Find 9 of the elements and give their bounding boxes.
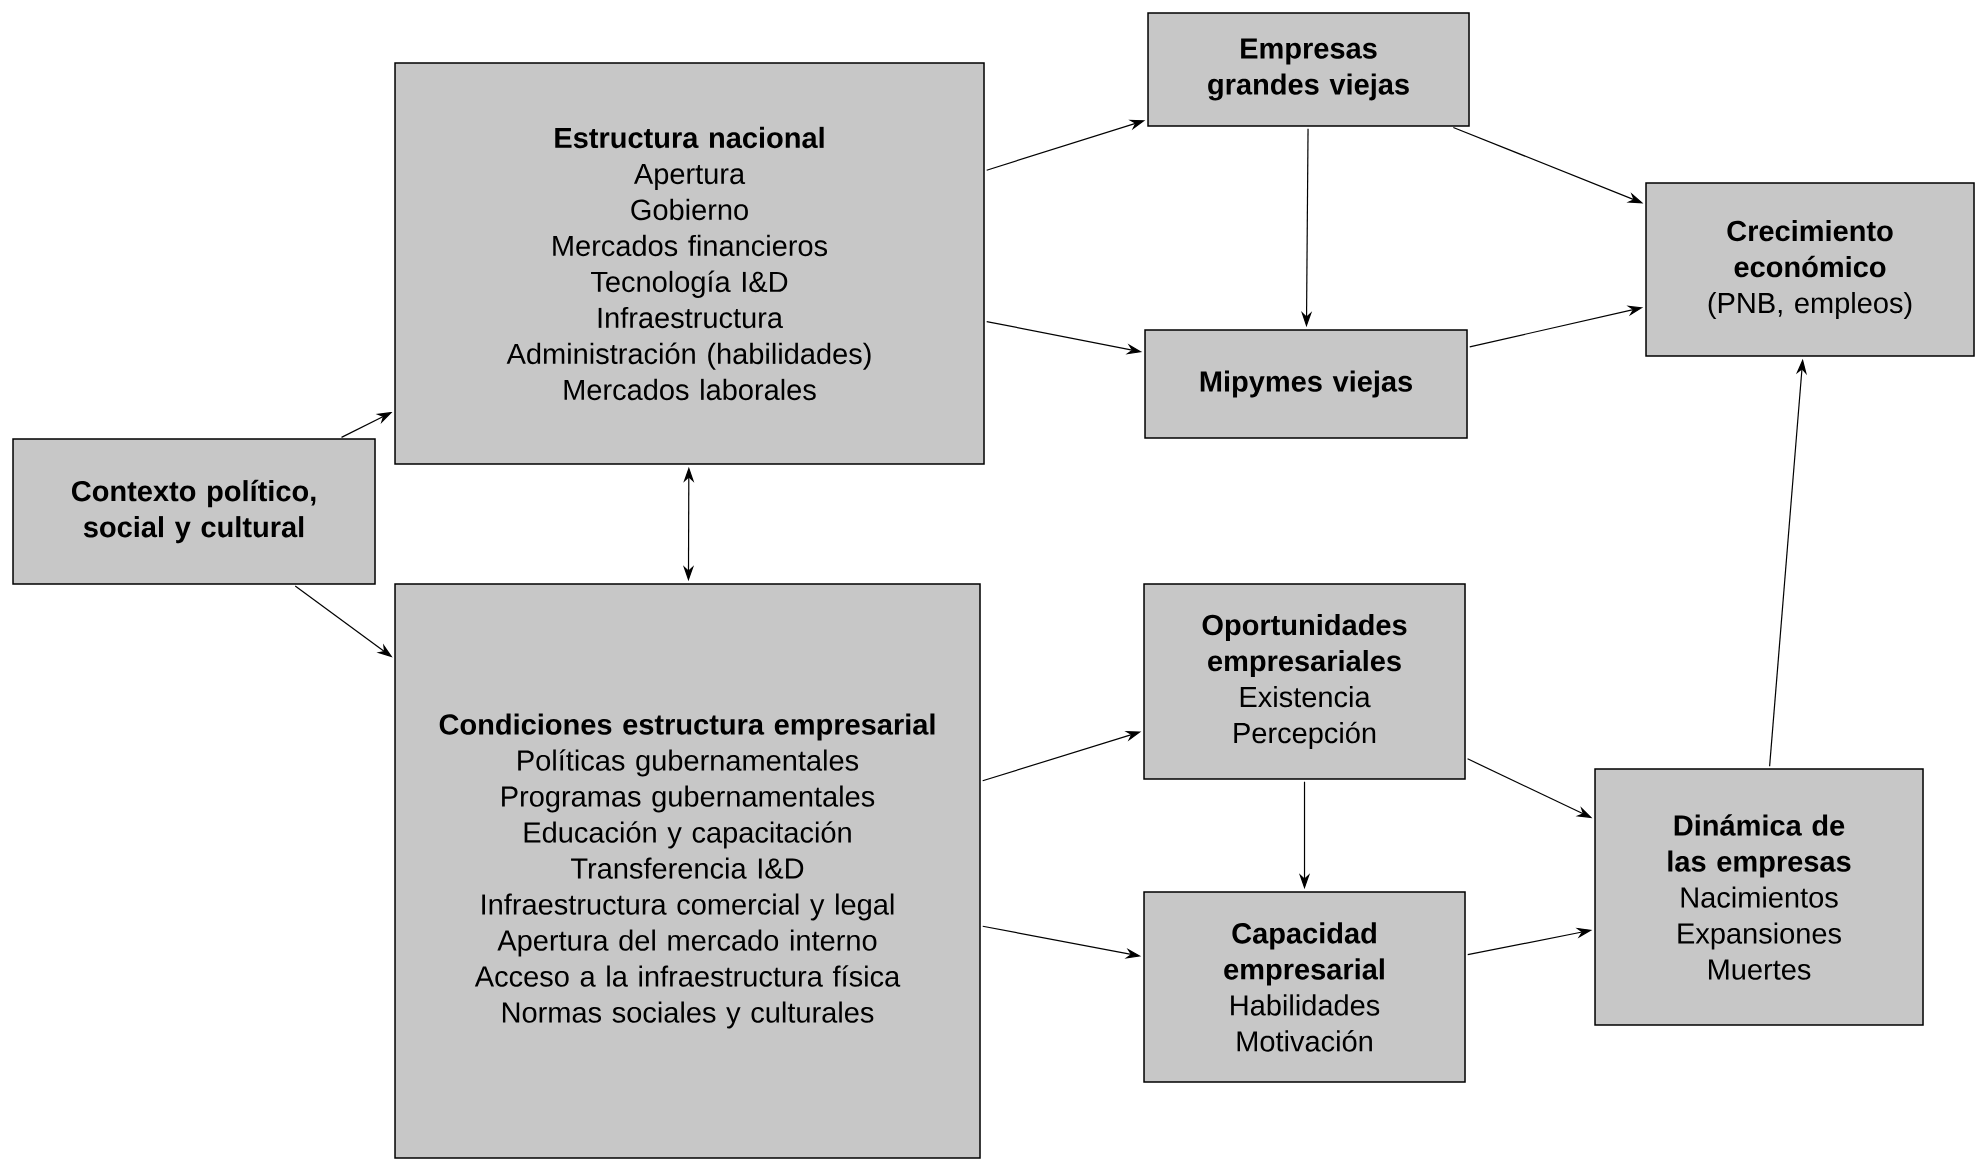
- process-box: Mipymes viejas: [1144, 329, 1468, 439]
- process-box: Dinámica de las empresas Nacimientos Expansiones Muertes: [1594, 768, 1924, 1026]
- process-box: Condiciones estructura empresarial Políticas gubernamentales Programas gubernamentales Educación y capacitación Transferencia I&D Infraestructura comercial y legal Apertura del mercado interno Acceso a la infraestructura física Normas sociales y culturales: [394, 583, 981, 1159]
- process-box: Capacidad empresarial Habilidades Motivación: [1143, 891, 1466, 1083]
- process-box: Empresas grandes viejas: [1147, 12, 1470, 127]
- process-box: Crecimiento económico (PNB, empleos): [1645, 182, 1975, 357]
- process-box: Estructura nacional Apertura Gobierno Mercados financieros Tecnología I&D Infraestructura Administración (habilidades) Mercados laborales: [394, 62, 985, 465]
- process-box: Contexto político, social y cultural: [12, 438, 376, 585]
- process-box: Oportunidades empresariales Existencia Percepción: [1143, 583, 1466, 780]
